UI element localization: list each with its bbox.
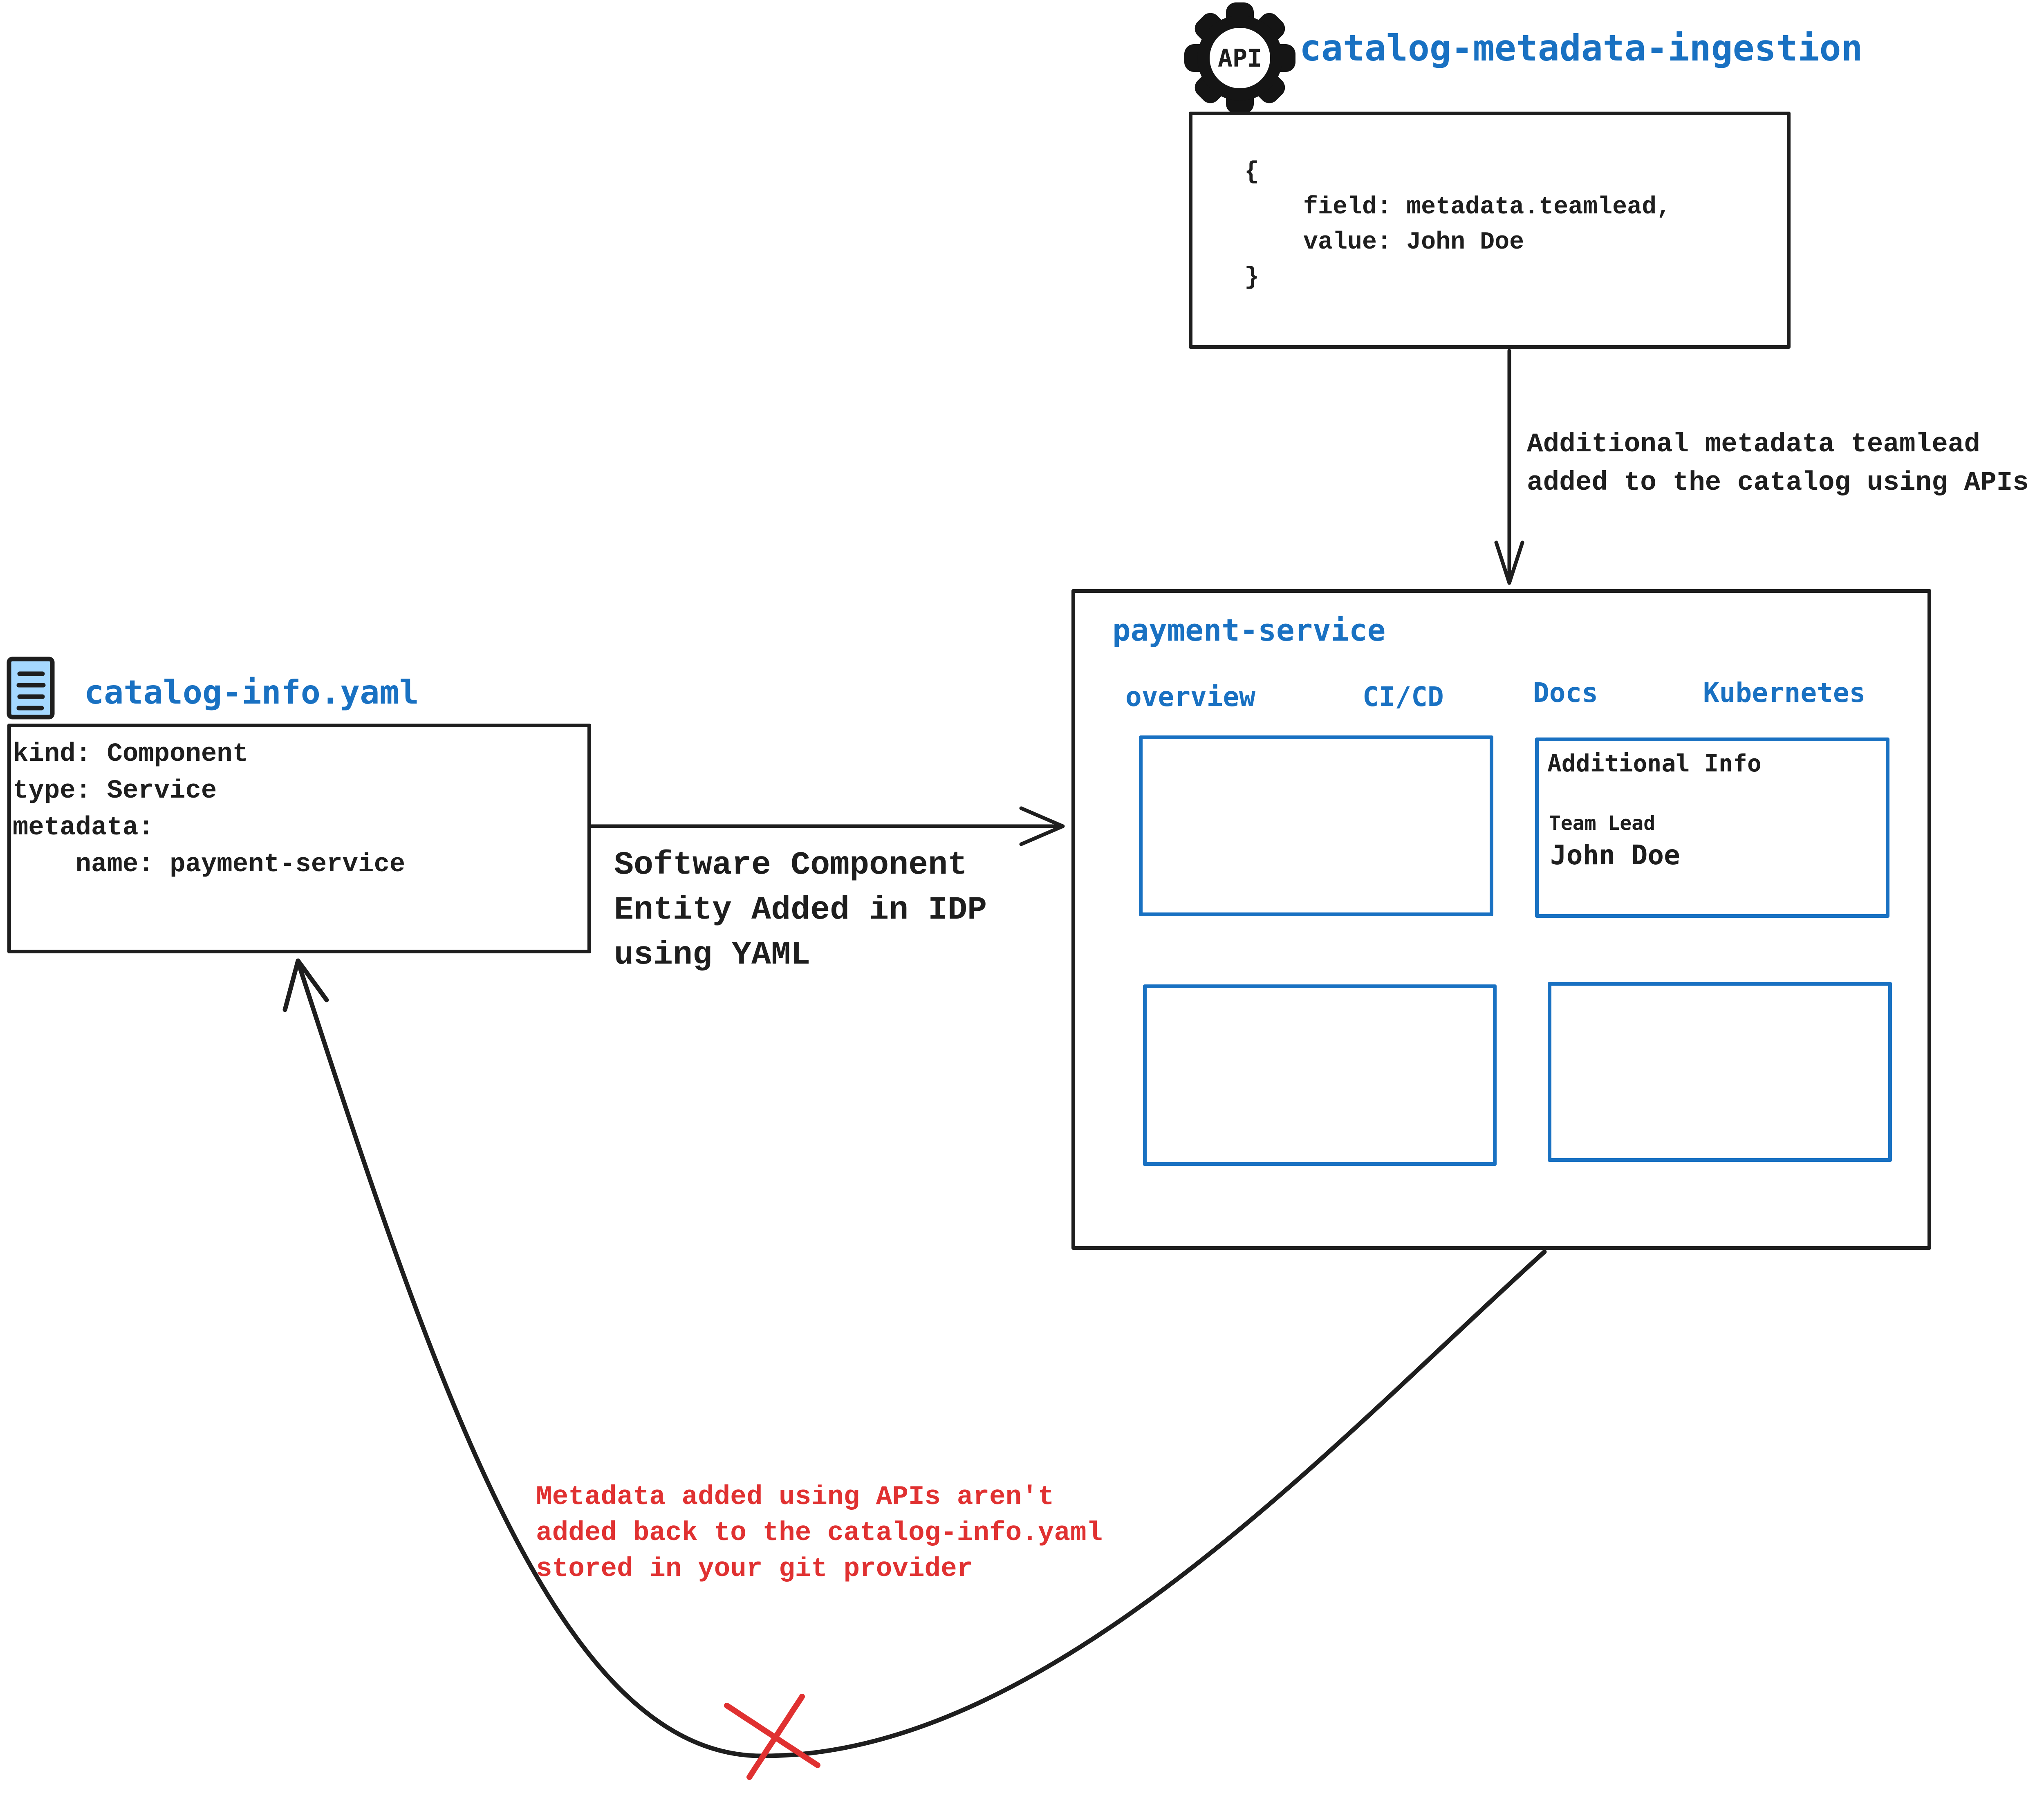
docs-widget-card	[1535, 738, 1889, 918]
feedback-annotation: Metadata added using APIs aren't added b…	[536, 1482, 1103, 1584]
idp-panel-title: payment-service	[1112, 613, 1386, 648]
tab-kubernetes: Kubernetes	[1703, 677, 1866, 708]
tab-docs: Docs	[1533, 677, 1598, 708]
api-component-title: catalog-metadata-ingestion	[1300, 27, 1863, 69]
yaml-to-idp-arrow	[589, 806, 1065, 846]
api-gear-icon: API	[1184, 2, 1295, 114]
docs-card-heading: Additional Info	[1547, 749, 1762, 777]
api-code-box	[1189, 112, 1791, 349]
api-arrow-annotation: Additional metadata teamlead added to th…	[1527, 429, 2029, 498]
overview-widget-card	[1139, 735, 1493, 916]
yaml-arrow-annotation: Software Component Entity Added in IDP u…	[614, 847, 987, 974]
yaml-code-text: kind: Component type: Service metadata: …	[13, 740, 406, 879]
api-code-text: { field: metadata.teamlead, value: John …	[1244, 158, 1672, 291]
api-to-idp-arrow	[1494, 349, 1524, 585]
widget-card-bottom-left	[1143, 984, 1497, 1166]
tab-cicd: CI/CD	[1363, 681, 1444, 713]
yaml-file-title: catalog-info.yaml	[84, 673, 419, 711]
api-gear-icon-label: API	[1218, 44, 1262, 73]
docs-card-field-label: Team Lead	[1549, 812, 1656, 835]
docs-card-field-value: John Doe	[1550, 839, 1680, 871]
widget-card-bottom-right	[1548, 982, 1892, 1162]
blocked-x-mark	[724, 1694, 820, 1780]
yaml-file-icon	[7, 657, 55, 720]
tab-overview: overview	[1125, 681, 1255, 713]
yaml-code-box	[7, 724, 591, 953]
